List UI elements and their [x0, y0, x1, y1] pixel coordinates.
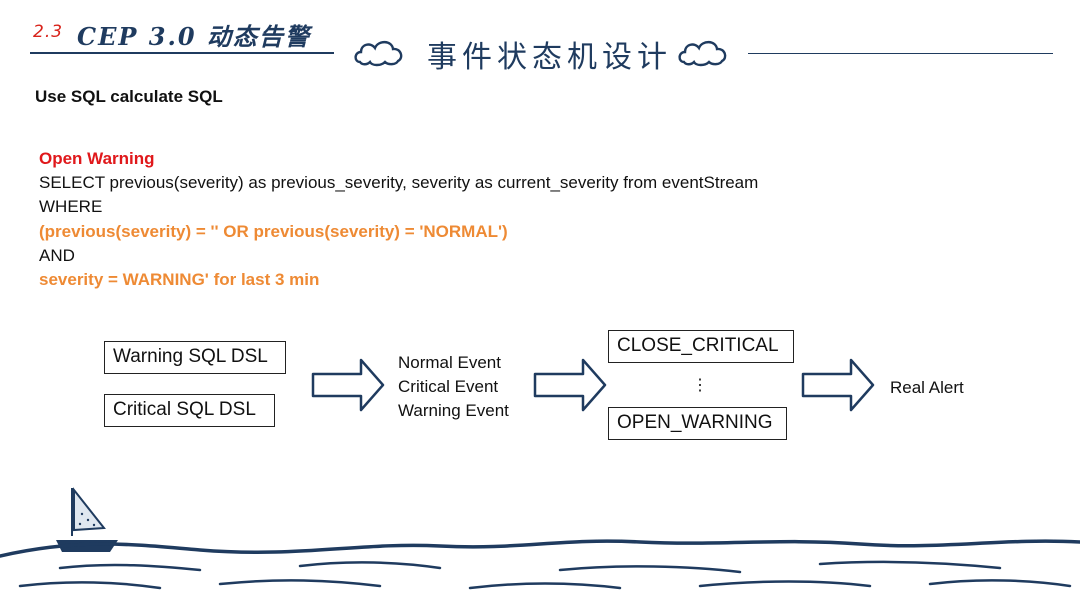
arrow-right-icon-1: [311, 358, 385, 412]
input-box-warning: Warning SQL DSL: [104, 341, 286, 374]
event-normal: Normal Event: [398, 353, 501, 372]
slide-title: CEP 3.0 动态告警: [77, 22, 311, 51]
state-box-open-warning: OPEN_WARNING: [608, 407, 787, 440]
state-ellipsis: ⋮: [692, 377, 708, 394]
event-warning: Warning Event: [398, 401, 509, 420]
code-line-where: WHERE: [39, 197, 103, 217]
section-number: 2.3: [33, 22, 64, 42]
code-heading: Open Warning: [39, 149, 155, 168]
code-line-condition: (previous(severity) = '' OR previous(sev…: [39, 221, 508, 241]
event-list: Normal Event Critical Event Warning Even…: [398, 351, 509, 423]
code-line-severity: severity = WARNING' for last 3 min: [39, 270, 320, 290]
code-line-and: AND: [39, 245, 75, 265]
output-real-alert: Real Alert: [890, 378, 964, 397]
arrow-right-icon-3: [801, 358, 875, 412]
title-underline: [30, 52, 334, 54]
sql-code-block: Open Warning SELECT previous(severity) a…: [39, 147, 758, 292]
intro-heading: Use SQL calculate SQL: [35, 87, 223, 106]
state-open-warning-label: OPEN_WARNING: [617, 412, 773, 433]
input-box-critical-label: Critical SQL DSL: [113, 399, 256, 420]
state-box-close-critical: CLOSE_CRITICAL: [608, 330, 794, 363]
sea-waves-illustration: [0, 487, 1080, 590]
cloud-icon-right: [678, 40, 727, 67]
code-line-select: SELECT previous(severity) as previous_se…: [39, 173, 759, 193]
state-close-critical-label: CLOSE_CRITICAL: [617, 335, 779, 356]
slide-subtitle: 事件状态机设计: [427, 40, 672, 75]
input-box-warning-label: Warning SQL DSL: [113, 346, 268, 367]
event-critical: Critical Event: [398, 377, 499, 396]
input-box-critical: Critical SQL DSL: [104, 394, 275, 427]
header-divider: [748, 53, 1053, 54]
cloud-icon-left: [354, 40, 403, 67]
arrow-right-icon-2: [533, 358, 607, 412]
